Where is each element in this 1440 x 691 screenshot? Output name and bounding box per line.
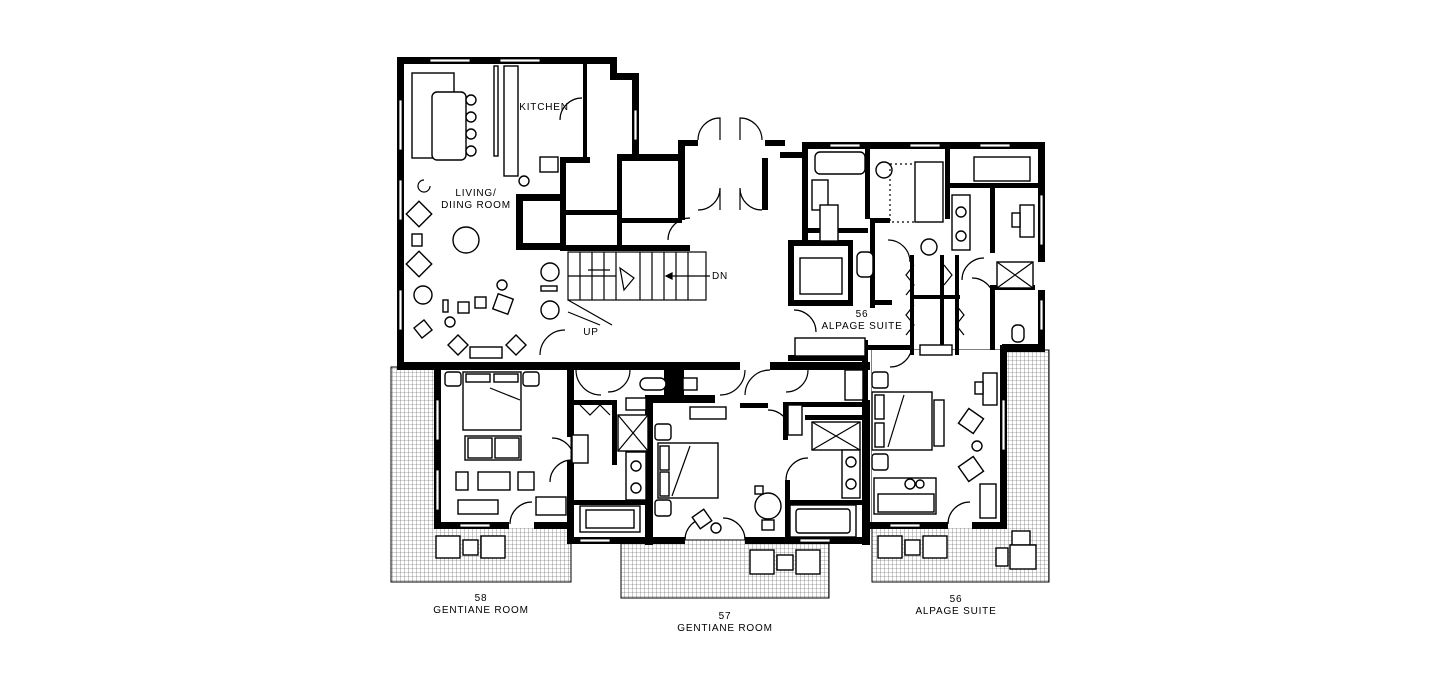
living-room-furniture — [405, 65, 560, 359]
walls — [397, 57, 1045, 545]
label-stair-down: DN — [712, 271, 728, 282]
label-alpage-upper-number: 56 — [856, 309, 869, 320]
label-alpage-upper-name: ALPAGE SUITE — [821, 321, 902, 332]
label-stair-up: UP — [583, 327, 599, 338]
caption-room56-name: ALPAGE SUITE — [915, 606, 996, 617]
room57-furniture — [639, 369, 864, 575]
room56-furniture — [871, 371, 1037, 570]
terrace-57 — [620, 539, 830, 599]
caption-room58-number: 58 — [475, 593, 488, 604]
doors — [509, 97, 995, 541]
room58-furniture — [435, 371, 649, 559]
caption-room57-name: GENTIANE ROOM — [677, 623, 772, 634]
label-living-line2: DIING ROOM — [441, 200, 511, 211]
caption-room56-number: 56 — [950, 594, 963, 605]
staircase — [567, 251, 710, 326]
label-living-line1: LIVING/ — [455, 188, 496, 199]
upper-suite-furniture — [794, 151, 1035, 357]
caption-room58-name: GENTIANE ROOM — [433, 605, 528, 616]
label-kitchen: KITCHEN — [519, 102, 569, 113]
caption-room57-number: 57 — [719, 611, 732, 622]
